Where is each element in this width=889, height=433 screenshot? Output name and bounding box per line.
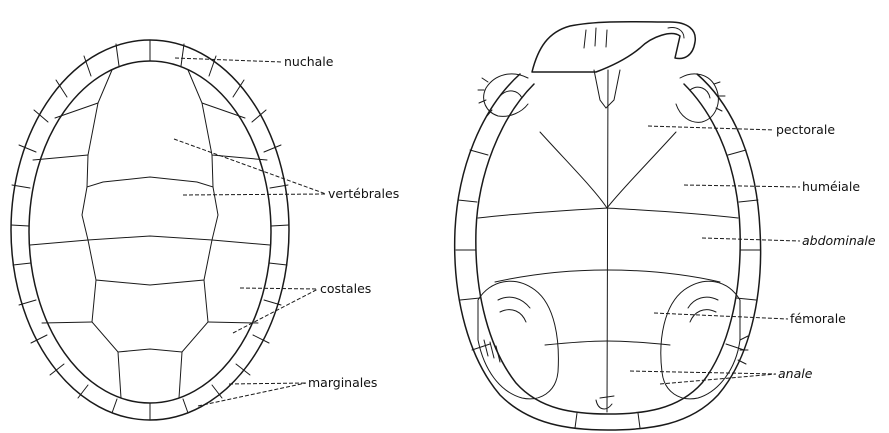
label-anale: anale [778,366,813,381]
turtle-head [532,22,695,72]
vertebral-scutes [82,70,218,398]
forelimbs [478,74,725,122]
label-humerale: huméiale [802,179,860,194]
label-marginales: marginales [308,375,377,390]
marginal-scutes [11,40,289,420]
plastral-scutes [478,70,738,412]
label-femorale: fémorale [790,311,846,326]
costal-scutes [30,103,270,323]
plastron-drawing [455,22,761,430]
marginal-ring [29,61,271,403]
label-abdominale: abdominale [802,233,876,248]
label-vertebrales: vertébrales [328,186,399,201]
hindlimbs [478,281,748,399]
label-pectorale: pectorale [776,122,835,137]
plastron-leaders [630,126,800,384]
tail [596,396,614,409]
carapace-leaders [174,58,326,406]
carapace-drawing [11,40,289,420]
label-costales: costales [320,281,371,296]
label-nuchale: nuchale [284,54,334,69]
carapace-outline [11,40,289,420]
